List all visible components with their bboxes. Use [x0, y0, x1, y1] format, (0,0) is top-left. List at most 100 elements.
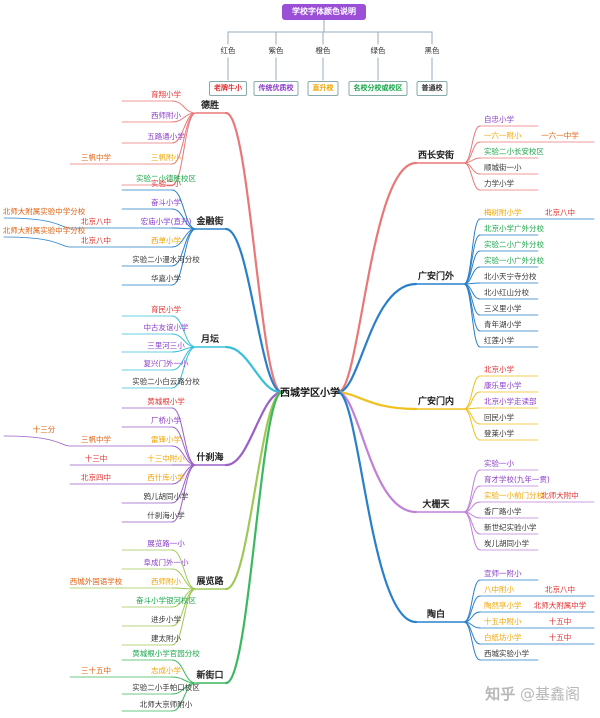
- connector-line: [336, 390, 418, 411]
- school-name: 北小天宁寺分校: [484, 272, 537, 281]
- connector-line: [463, 579, 481, 623]
- school-name: 什刹海小学: [147, 511, 185, 520]
- branch-label: 大栅天: [422, 500, 450, 510]
- linked-middle-school: 三帆中学: [81, 153, 111, 162]
- connector-line: [224, 111, 284, 394]
- connector-line: [224, 227, 284, 394]
- connector-line: [171, 549, 197, 590]
- school-name: 实验二小长安校区: [484, 147, 544, 156]
- school-name: 宏庙小学(直升): [140, 217, 192, 226]
- school-name: 北师大京师附小: [139, 700, 193, 709]
- school-name: 新世纪实验小学: [484, 523, 537, 532]
- linked-middle-school: 北京八中: [81, 217, 111, 226]
- school-name: 黄城根小学官园分校: [132, 649, 200, 658]
- legend-desc-box: 普通校: [416, 81, 448, 96]
- connector-line: [171, 682, 197, 712]
- school-name: 十三中附小: [147, 454, 185, 463]
- linked-middle-school: 十三中: [84, 454, 108, 463]
- linked-middle-school: 北京八中: [545, 585, 575, 594]
- school-name: 进步小学: [151, 615, 181, 624]
- connector-line: [463, 162, 481, 191]
- school-name: 展览路一小: [147, 539, 185, 548]
- school-name: 阜成门外一小: [143, 558, 189, 567]
- school-name: 实验二小广外分校: [484, 240, 544, 249]
- school-name: 一六一附小: [484, 131, 522, 140]
- school-name: 鸦儿胡同小学: [143, 492, 189, 501]
- school-name: 西什库小学: [147, 473, 185, 482]
- school-name: 香厂路小学: [484, 507, 522, 516]
- branch-label: 广安门内: [417, 397, 455, 407]
- center-topic: 西城学区小学: [280, 388, 340, 399]
- school-name: 奋斗小学银河校区: [136, 596, 196, 605]
- school-name: 西单小学: [151, 236, 181, 245]
- school-name: 三帆附小: [151, 153, 181, 162]
- linked-middle-school: 北师大附属实验中学分校: [2, 207, 86, 216]
- school-name: 顺城街一小: [484, 163, 522, 172]
- school-name: 白纸坊小学: [484, 633, 522, 642]
- school-name: 五路通小学: [147, 132, 185, 141]
- school-name: 实验二小漫水河分校: [132, 255, 200, 264]
- school-name: 志成小学: [151, 666, 181, 675]
- school-name: 实验一小: [484, 459, 514, 468]
- zhihu-logo: 知乎: [485, 685, 516, 703]
- legend-color-label: 紫色: [268, 46, 284, 55]
- school-name: 回民小学: [484, 413, 514, 422]
- connector-line: [463, 511, 481, 551]
- linked-middle-school: 三十五中: [81, 666, 111, 675]
- school-name: 西师附小: [151, 111, 181, 120]
- connector-line: [224, 390, 284, 467]
- school-name: 宣师一附小: [484, 569, 522, 578]
- school-name: 实验二小白云路分校: [132, 377, 200, 386]
- watermark: 知乎 @基鑫阁: [485, 683, 580, 704]
- connector-line: [171, 112, 197, 186]
- connector-line: [463, 283, 481, 348]
- connector-line: [336, 390, 418, 624]
- branch-label: 金融街: [196, 217, 224, 227]
- school-name: 中古友谊小学: [143, 323, 189, 332]
- school-name: 自忠小学: [484, 115, 514, 124]
- school-name: 实验二小手帕口校区: [132, 683, 200, 692]
- linked-middle-school: 北师大附属实验中学分校: [2, 226, 86, 235]
- legend-color-label: 红色: [220, 46, 236, 55]
- connector-line: [171, 445, 197, 466]
- connector-line: [3, 217, 71, 229]
- legend-title: 学校字体颜色说明: [282, 4, 366, 20]
- legend-color-label: 绿色: [370, 46, 386, 55]
- school-name: 奋斗小学: [151, 198, 181, 207]
- school-name: 登莱小学: [484, 429, 514, 438]
- school-name: 三里河三小: [147, 341, 185, 350]
- connector-line: [171, 346, 197, 389]
- connector-line: [224, 345, 284, 394]
- connector-line: [3, 435, 71, 447]
- connector-line: [171, 100, 197, 114]
- school-name: 厂桥小学: [151, 416, 181, 425]
- connector-line: [3, 236, 71, 248]
- branch-label: 新街口: [196, 671, 224, 681]
- school-name: 北京小学: [484, 365, 514, 374]
- branch-label: 德胜: [200, 101, 220, 111]
- branch-label: 什刹海: [196, 453, 224, 463]
- linked-middle-school: 西城外国语学校: [69, 577, 123, 586]
- legend-color-label: 橙色: [315, 46, 331, 55]
- school-name: 炭儿胡同小学: [484, 539, 529, 548]
- school-name: 育民小学: [151, 305, 181, 314]
- connector-line: [171, 315, 197, 348]
- connector-line: [171, 228, 197, 286]
- school-name: 西城实验小学: [484, 649, 529, 658]
- school-name: 十五中附小: [484, 617, 522, 626]
- legend-desc-box: 名校分校或校区: [348, 81, 408, 96]
- school-name: 八中附小: [484, 585, 514, 594]
- branch-label: 陶白: [426, 610, 446, 620]
- legend-desc-box: 传统优质校: [253, 81, 299, 96]
- connector-line: [463, 408, 481, 425]
- branch-label: 展览路: [196, 577, 224, 587]
- linked-middle-school: 三帆中学: [81, 435, 111, 444]
- connector-line: [463, 408, 481, 441]
- linked-middle-school: 北师大附属中学: [533, 601, 587, 610]
- school-name: 力学小学: [484, 179, 514, 188]
- connector-line: [463, 621, 481, 661]
- linked-middle-school: 十三分: [32, 425, 56, 434]
- school-name: 青年湖小学: [484, 320, 522, 329]
